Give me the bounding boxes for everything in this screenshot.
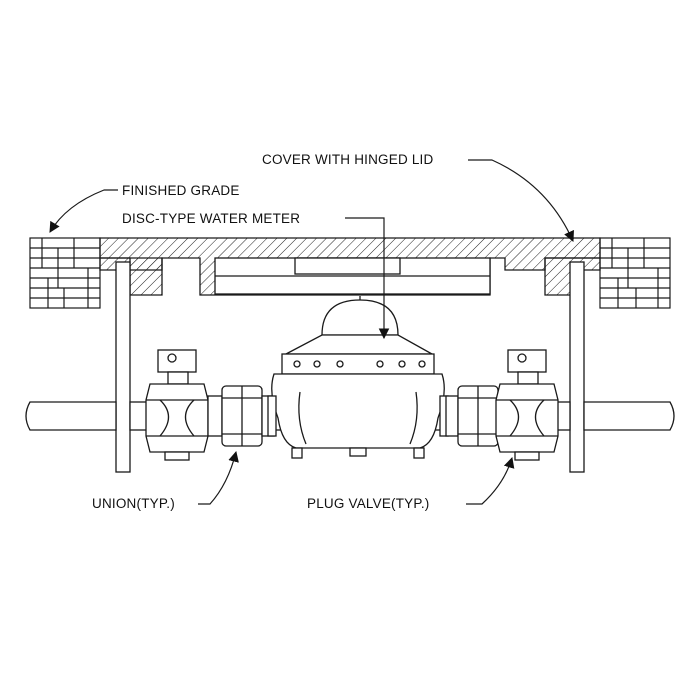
union-left bbox=[207, 385, 275, 447]
finished-grade-right bbox=[599, 237, 671, 309]
leader-union bbox=[198, 450, 239, 505]
label-union: UNION(TYP.) bbox=[92, 496, 175, 511]
leader-plug-valve bbox=[466, 456, 515, 505]
label-plug-valve: PLUG VALVE(TYP.) bbox=[307, 496, 430, 511]
leader-water-meter bbox=[345, 217, 390, 340]
leader-finished-grade bbox=[49, 189, 118, 233]
leader-lines bbox=[49, 159, 574, 505]
leader-cover bbox=[468, 159, 574, 242]
meter-box-walls bbox=[115, 261, 585, 473]
plug-valve-left bbox=[145, 349, 209, 461]
plug-valve-right bbox=[495, 349, 559, 461]
label-water-meter: DISC-TYPE WATER METER bbox=[122, 211, 301, 226]
water-meter bbox=[267, 296, 449, 459]
finished-grade-left bbox=[29, 237, 101, 309]
label-finished-grade: FINISHED GRADE bbox=[122, 183, 240, 198]
label-cover: COVER WITH HINGED LID bbox=[262, 152, 434, 167]
cover-lid bbox=[99, 237, 601, 296]
